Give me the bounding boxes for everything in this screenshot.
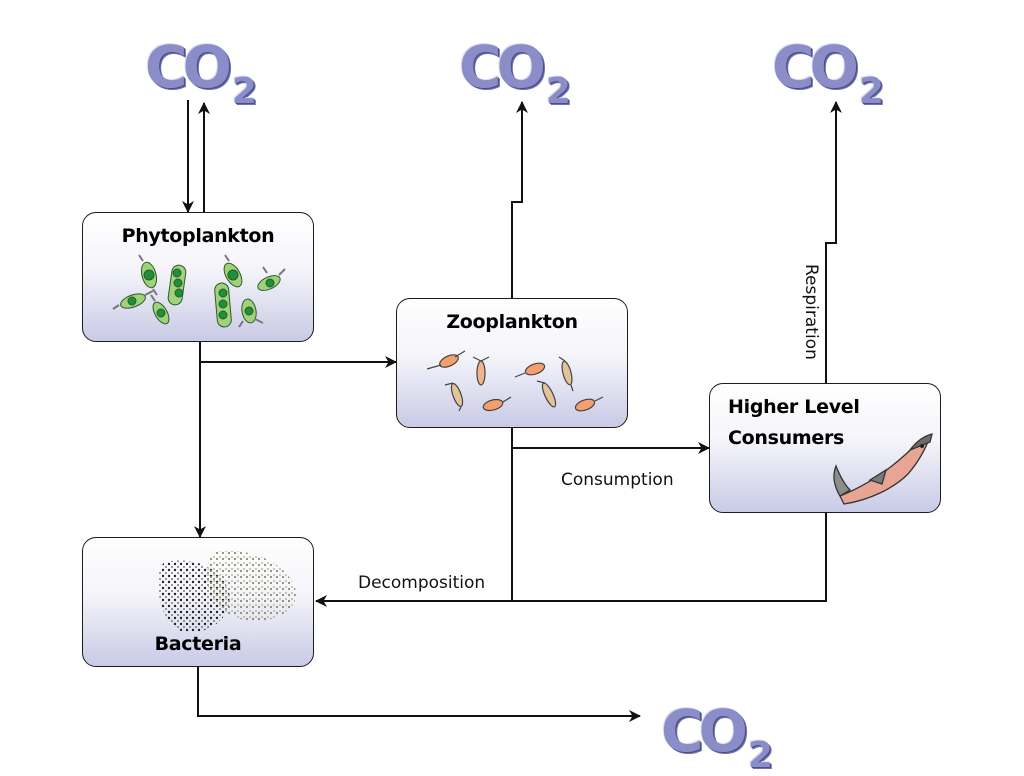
decomposition-arrow — [315, 512, 827, 607]
consumption-label: Consumption — [561, 470, 674, 490]
respiration-label: Respiration — [801, 264, 821, 360]
phytoplankton-title: Phytoplankton — [121, 225, 275, 247]
bacteria-to-co2-arrow — [197, 666, 641, 722]
bacteria-cluster-icon — [158, 550, 296, 633]
phyto-to-zoo-arrow — [199, 342, 397, 368]
copepod-icon — [426, 350, 604, 412]
zooplankton-node: Zooplankton — [396, 298, 628, 428]
zoo-to-consumers-arrow — [511, 428, 710, 454]
bacteria-title: Bacteria — [154, 633, 242, 655]
consumers-title-line1: Higher Level — [728, 396, 860, 418]
phytoplankton-node: Phytoplankton — [82, 212, 314, 342]
phytoplankton-cells-icon — [112, 254, 286, 328]
zooplankton-title: Zooplankton — [446, 311, 578, 333]
higher-level-consumers-node: Higher Level Consumers — [709, 383, 941, 513]
decomposition-label: Decomposition — [358, 573, 486, 593]
salmon-icon — [833, 433, 933, 505]
zoo-respiration-arrow — [511, 101, 528, 298]
consumers-respiration-arrow — [825, 101, 842, 383]
consumers-title-line2: Consumers — [728, 427, 845, 449]
bacteria-node: Bacteria — [82, 537, 314, 667]
